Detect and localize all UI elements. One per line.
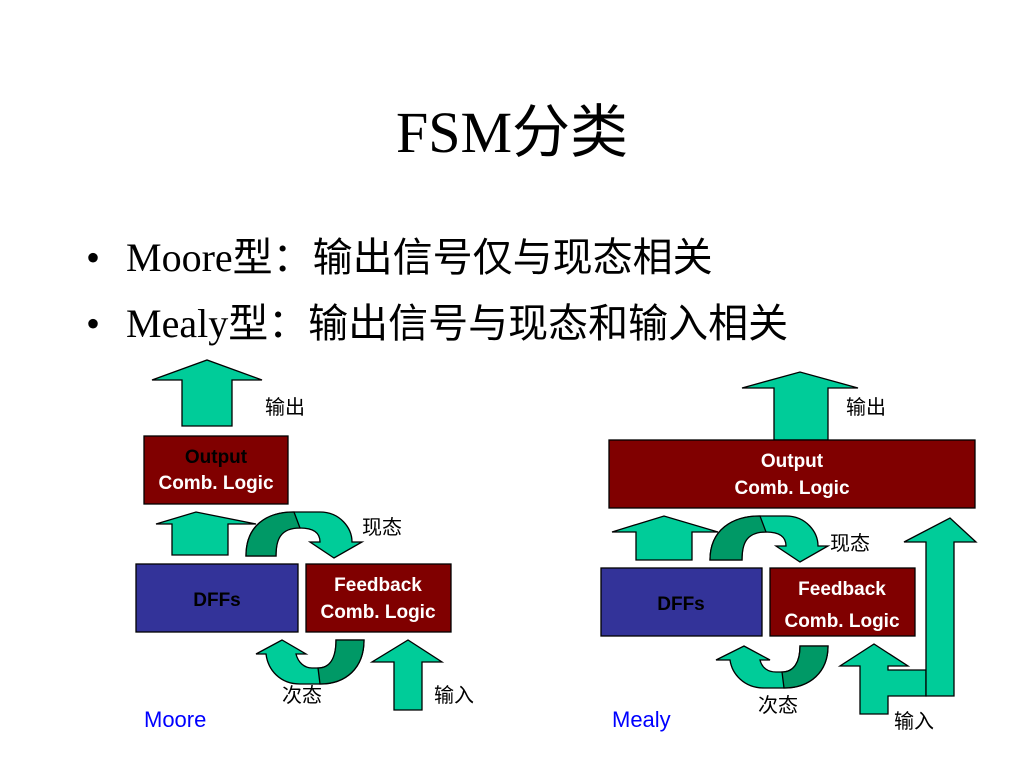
mealy-present-state-caption: 现态 [830, 532, 870, 555]
mealy-present-state-arrow-shade [709, 515, 767, 561]
moore-diagram: 输出 Output Comb. Logic 现态 DFFs Feedback C… [135, 359, 474, 732]
moore-next-state-caption: 次态 [282, 684, 322, 707]
moore-input-arrow [369, 639, 445, 711]
mealy-output-logic-line2: Comb. Logic [734, 478, 849, 499]
mealy-feedback-logic-box [769, 567, 916, 637]
moore-feedback-logic-line2: Comb. Logic [320, 602, 435, 623]
bullet-mealy: • Mealy型：输出信号与现态和输入相关 [86, 300, 788, 348]
mealy-output-arrow [741, 371, 859, 441]
bullet-marker: • [86, 235, 101, 280]
bullet-marker: • [86, 301, 101, 346]
mealy-feedback-logic-line2: Comb. Logic [784, 611, 899, 632]
moore-dffs-box [135, 563, 299, 633]
moore-feedback-logic-line1: Feedback [334, 575, 422, 596]
mealy-input-caption: 输入 [894, 710, 934, 733]
moore-output-logic-line1: Output [185, 447, 248, 468]
moore-feedback-logic-box [305, 563, 452, 633]
moore-present-state-arrow-shade [245, 511, 301, 557]
bullet-moore-text: Moore型：输出信号仅与现态相关 [126, 235, 713, 280]
moore-output-caption: 输出 [265, 396, 305, 419]
mealy-dffs-box [600, 567, 763, 637]
moore-type-label: Moore [144, 707, 206, 732]
moore-input-caption: 输入 [434, 684, 474, 707]
mealy-next-state-arrow-shade [781, 645, 829, 689]
mealy-output-logic-box [608, 439, 976, 509]
mealy-output-caption: 输出 [846, 396, 886, 419]
mealy-next-state-caption: 次态 [758, 694, 798, 717]
slide-title: FSM分类 [395, 100, 629, 165]
mealy-output-logic-line1: Output [761, 451, 824, 472]
moore-present-state-caption: 现态 [362, 516, 402, 539]
bullet-moore: • Moore型：输出信号仅与现态相关 [86, 234, 713, 282]
mealy-state-up-arrow [611, 515, 719, 561]
moore-dffs-label: DFFs [193, 590, 241, 611]
mealy-feedback-logic-line1: Feedback [798, 579, 886, 600]
mealy-input-to-output-arrow [903, 517, 978, 697]
mealy-diagram: 输出 Output Comb. Logic 现态 DFFs Feedback C… [600, 371, 978, 733]
moore-output-arrow [151, 359, 263, 427]
moore-next-state-arrow-shade [317, 639, 365, 685]
mealy-dffs-label: DFFs [657, 594, 705, 615]
moore-output-logic-box [143, 435, 289, 505]
mealy-input-arrow [837, 643, 927, 715]
moore-state-up-arrow [155, 511, 257, 556]
moore-output-logic-line2: Comb. Logic [158, 473, 273, 494]
bullet-mealy-text: Mealy型：输出信号与现态和输入相关 [126, 301, 789, 346]
mealy-type-label: Mealy [612, 707, 671, 732]
